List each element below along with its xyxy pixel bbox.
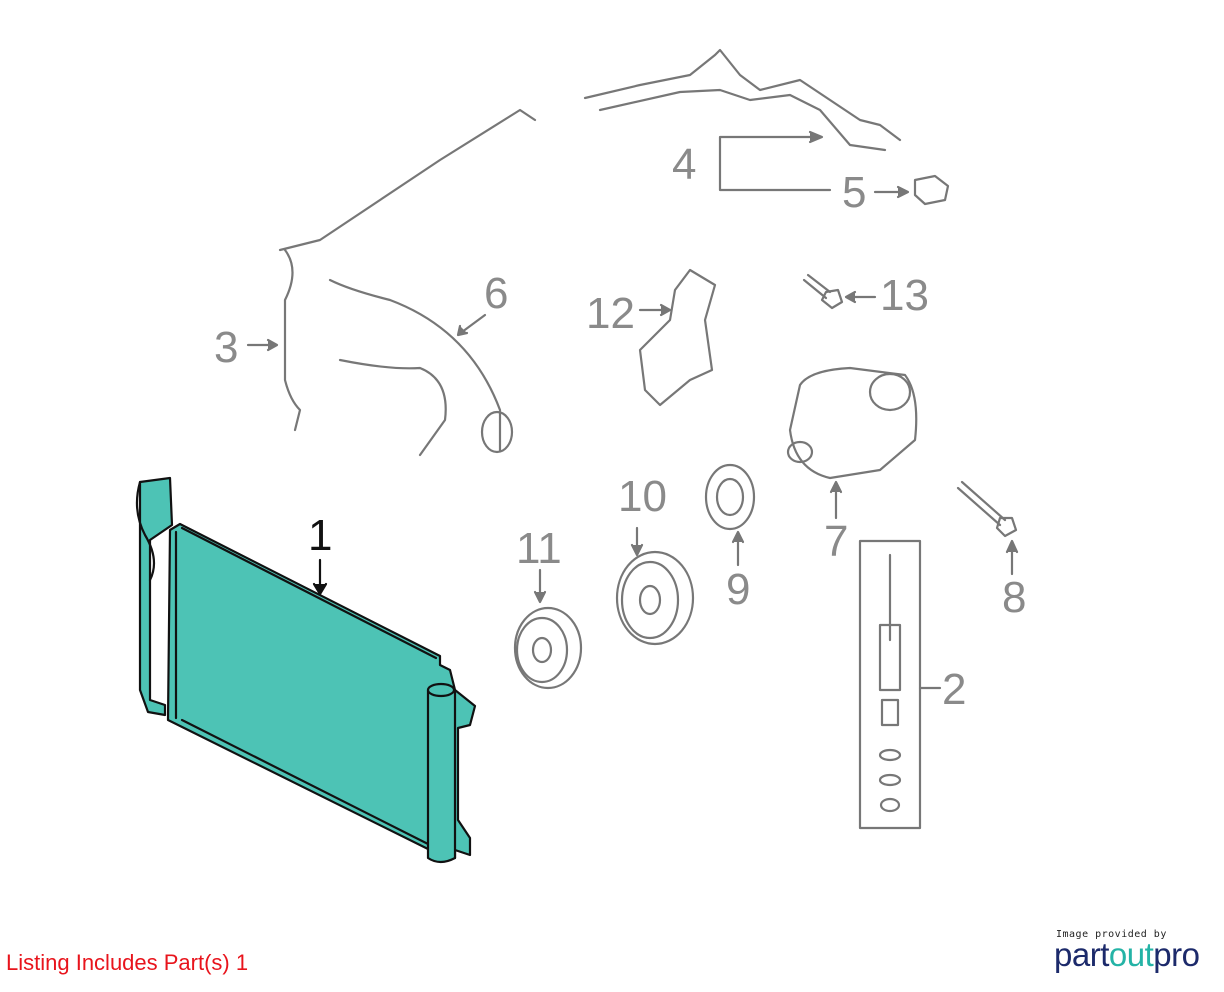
partoutpro-logo: partoutpro — [1054, 936, 1200, 974]
callout-4[interactable]: 4 — [672, 140, 697, 189]
image-credit-text: Image provided by — [1056, 929, 1167, 940]
callout-3[interactable]: 3 — [214, 323, 239, 372]
callout-6[interactable]: 6 — [484, 269, 509, 318]
logo-part: part — [1054, 936, 1109, 973]
callout-5[interactable]: 5 — [842, 168, 867, 217]
callout-13[interactable]: 13 — [880, 271, 929, 320]
callout-10[interactable]: 10 — [618, 472, 667, 521]
part-2-kit-box — [858, 539, 922, 830]
callout-7[interactable]: 7 — [824, 517, 849, 566]
callout-2[interactable]: 2 — [942, 665, 967, 714]
listing-includes-text: Listing Includes Part(s) 1 — [6, 950, 249, 975]
callout-1[interactable]: 1 — [308, 511, 333, 560]
callout-12[interactable]: 12 — [586, 289, 635, 338]
callout-8[interactable]: 8 — [1002, 573, 1027, 622]
logo-pro: pro — [1153, 936, 1200, 973]
callout-9[interactable]: 9 — [726, 565, 751, 614]
condenser-part-1[interactable] — [135, 476, 477, 864]
logo-out: out — [1108, 936, 1154, 973]
callout-11[interactable]: 11 — [516, 524, 562, 573]
